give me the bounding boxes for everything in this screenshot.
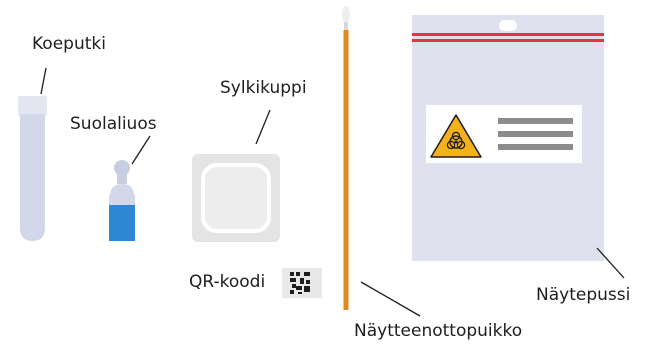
bag-stripe-2	[412, 39, 604, 42]
saline-vial	[109, 135, 151, 241]
saline-upper-body	[109, 195, 135, 205]
swab	[342, 6, 421, 317]
sample-bag	[412, 15, 625, 279]
saline-liquid	[109, 205, 135, 241]
swab-tip	[342, 6, 350, 24]
test-tube	[18, 67, 47, 241]
test-tube-leader-line	[40, 67, 47, 95]
swab-label: Näytteenottopuikko	[354, 321, 523, 341]
bag-label-line-2	[498, 131, 573, 137]
saline-neck	[117, 174, 127, 184]
test-tube-label: Koeputki	[32, 34, 106, 54]
saline-cap	[114, 160, 130, 176]
qr-code-icon	[282, 268, 322, 298]
sample-bag-leader-line	[596, 247, 625, 279]
biohazard-icon	[430, 114, 482, 158]
spit-cup-label: Sylkikuppi	[220, 78, 307, 98]
bag-stripe-1	[412, 33, 604, 36]
bag-label-line-3	[498, 144, 573, 150]
swab-stick-top	[344, 22, 348, 30]
spit-cup	[192, 109, 280, 242]
bag-hole	[499, 20, 517, 31]
test-tube-body	[20, 114, 45, 241]
spit-cup-leader-line	[255, 109, 271, 145]
saline-shoulder	[110, 184, 134, 196]
qr-code-label: QR-koodi	[189, 272, 266, 292]
test-tube-cap	[18, 96, 47, 116]
sample-bag-label: Näytepussi	[536, 285, 631, 305]
saline-leader-line	[131, 135, 151, 165]
bag-label-line-1	[498, 118, 573, 124]
saline-label: Suolaliuos	[70, 114, 157, 134]
swab-stick	[343, 30, 349, 310]
swab-leader-line	[360, 281, 421, 317]
spit-cup-inner	[201, 163, 271, 233]
